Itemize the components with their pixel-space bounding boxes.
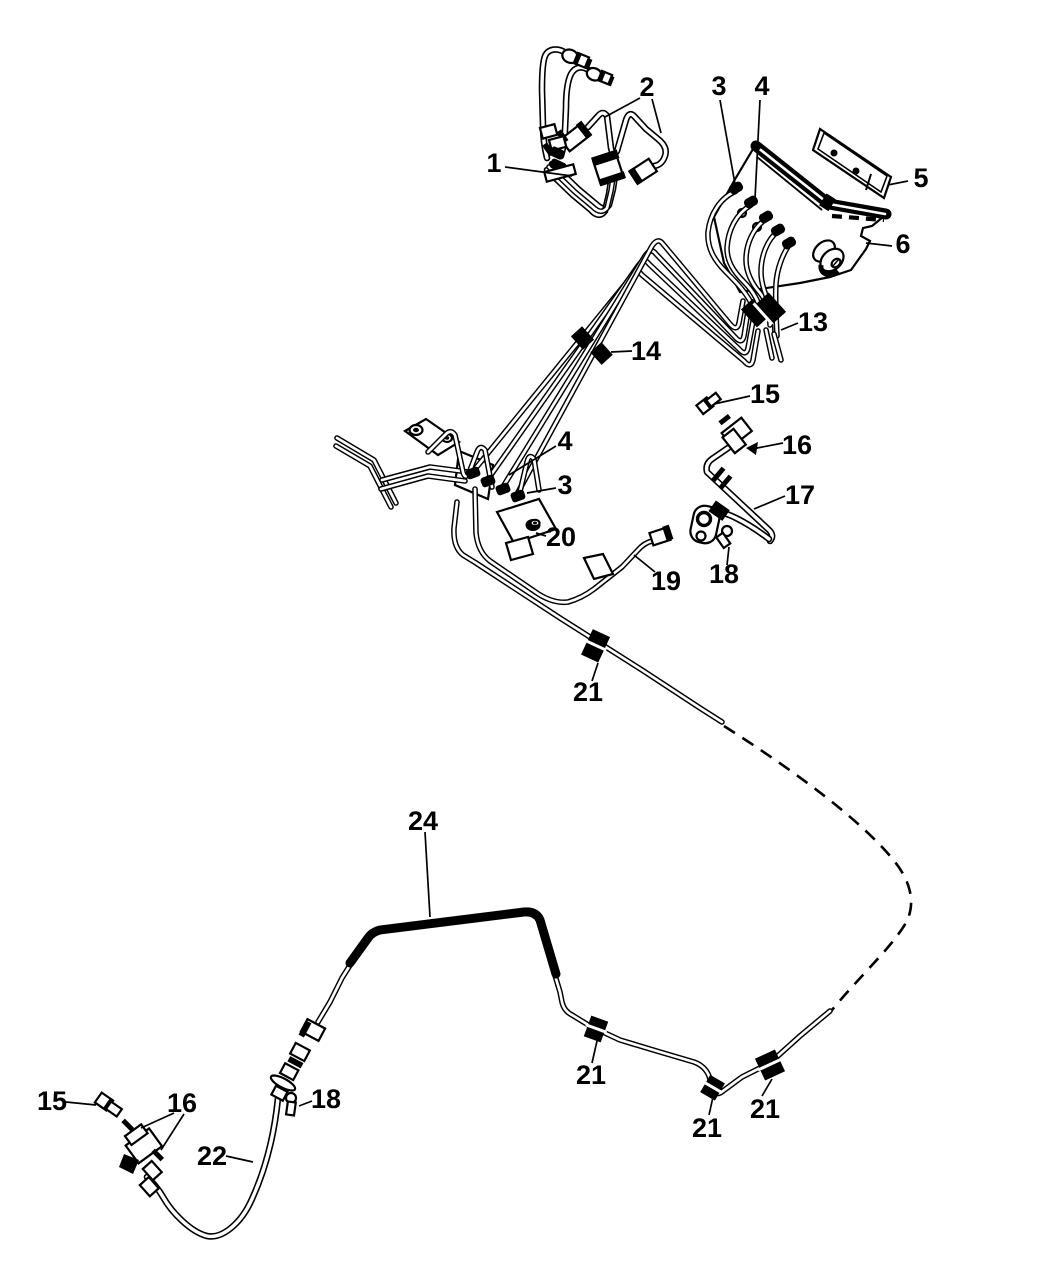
svg-text:16: 16 [782, 430, 812, 460]
svg-text:24: 24 [408, 806, 438, 836]
svg-text:19: 19 [651, 566, 681, 596]
svg-text:4: 4 [754, 71, 769, 101]
svg-text:22: 22 [197, 1141, 227, 1171]
svg-text:13: 13 [798, 307, 828, 337]
svg-text:15: 15 [37, 1086, 67, 1116]
svg-text:15: 15 [750, 379, 780, 409]
svg-text:1: 1 [486, 148, 501, 178]
svg-text:3: 3 [557, 470, 572, 500]
svg-text:21: 21 [573, 677, 603, 707]
svg-text:2: 2 [639, 72, 654, 102]
svg-text:17: 17 [785, 480, 815, 510]
svg-text:21: 21 [750, 1094, 780, 1124]
svg-text:21: 21 [692, 1113, 722, 1143]
svg-text:18: 18 [311, 1084, 341, 1114]
svg-text:4: 4 [557, 426, 572, 456]
svg-text:18: 18 [709, 559, 739, 589]
svg-text:14: 14 [631, 336, 661, 366]
svg-text:20: 20 [546, 522, 576, 552]
svg-text:5: 5 [913, 163, 928, 193]
svg-text:3: 3 [711, 71, 726, 101]
svg-text:21: 21 [576, 1060, 606, 1090]
svg-text:6: 6 [895, 229, 910, 259]
